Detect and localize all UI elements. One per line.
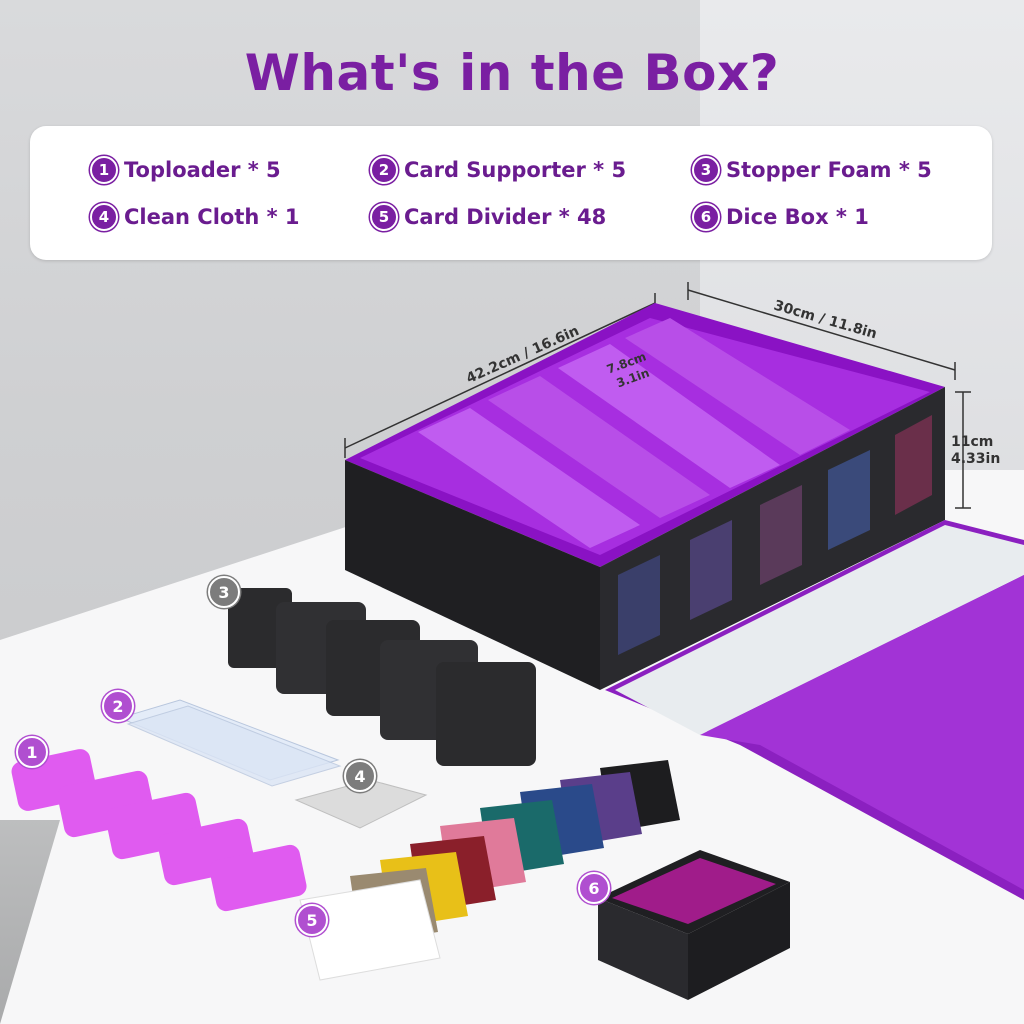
card-dividers — [299, 760, 680, 981]
item-number-badge: 5 — [370, 203, 398, 231]
dimension-height-in: 4.33in — [951, 451, 1001, 467]
card-supporters — [118, 699, 342, 787]
divider-2 — [488, 376, 710, 518]
list-item-card-supporter: 2 Card Supporter * 5 — [370, 156, 626, 184]
divider-4 — [625, 318, 850, 455]
stopper-foams — [228, 588, 536, 766]
page-title: What's in the Box? — [244, 44, 780, 102]
callout-tag-2: 2 — [102, 690, 134, 722]
callout-tag-5: 5 — [296, 904, 328, 936]
contents-panel: 1 Toploader * 5 2 Card Supporter * 5 3 S… — [30, 126, 992, 260]
callout-tag-4: 4 — [344, 760, 376, 792]
list-item-stopper-foam: 3 Stopper Foam * 5 — [692, 156, 932, 184]
callout-tag-1: 1 — [16, 736, 48, 768]
dimension-height-cm: 11cm — [951, 434, 994, 450]
callout-tag-3: 3 — [208, 576, 240, 608]
clean-cloth — [294, 779, 428, 829]
storage-box — [345, 303, 1024, 900]
item-label: Stopper Foam * 5 — [726, 158, 932, 182]
dice-box — [598, 850, 790, 1000]
item-label: Toploader * 5 — [124, 158, 281, 182]
item-number-badge: 1 — [90, 156, 118, 184]
list-item-toploader: 1 Toploader * 5 — [90, 156, 281, 184]
item-label: Dice Box * 1 — [726, 205, 869, 229]
list-item-dice-box: 6 Dice Box * 1 — [692, 203, 869, 231]
item-number-badge: 6 — [692, 203, 720, 231]
list-item-clean-cloth: 4 Clean Cloth * 1 — [90, 203, 300, 231]
list-item-card-divider: 5 Card Divider * 48 — [370, 203, 606, 231]
item-number-badge: 3 — [692, 156, 720, 184]
callout-tag-6: 6 — [578, 872, 610, 904]
divider-3 — [558, 344, 780, 488]
item-label: Clean Cloth * 1 — [124, 205, 300, 229]
item-label: Card Divider * 48 — [404, 205, 607, 229]
item-number-badge: 4 — [90, 203, 118, 231]
card-windows — [618, 415, 932, 655]
divider-1 — [418, 408, 640, 548]
item-label: Card Supporter * 5 — [404, 158, 627, 182]
item-number-badge: 2 — [370, 156, 398, 184]
